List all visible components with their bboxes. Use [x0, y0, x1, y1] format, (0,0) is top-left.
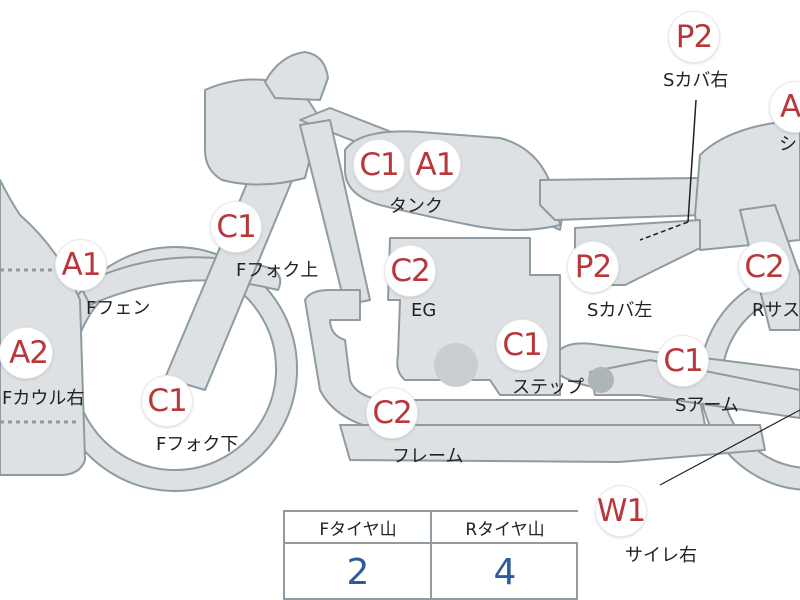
part-marker-c1-fork-lower[interactable]: C1 [142, 376, 192, 426]
part-marker-a-seat[interactable]: A [770, 82, 800, 132]
frame-bottom [339, 424, 766, 463]
part-label-a-seat: シ [779, 134, 797, 155]
part-label-p2-left-cover: Sカバ左 [587, 300, 653, 321]
frame-down [299, 119, 371, 306]
part-marker-c2-engine[interactable]: C2 [385, 246, 435, 296]
part-label-a1-tank: タンク [389, 196, 443, 217]
headlight-cowl [204, 78, 321, 186]
part-marker-a1-front-fender[interactable]: A1 [56, 240, 106, 290]
rear-tire-header: Rタイヤ山 [432, 512, 578, 544]
part-label-c2-engine: EG [411, 300, 437, 321]
part-marker-p2-right-cover[interactable]: P2 [669, 12, 719, 62]
engine-cover-circle [434, 343, 478, 387]
part-label-a2-front-cowl: Fカウル右 [2, 388, 85, 409]
part-label-c1-fork-lower: Fフォク下 [156, 434, 239, 455]
leader-line-cover [687, 99, 697, 223]
meter [264, 51, 329, 101]
front-tire-header: Fタイヤ山 [285, 512, 431, 544]
part-label-a1-front-fender: Fフェン [86, 298, 151, 319]
tire-tread-table: Fタイヤ山 Rタイヤ山 2 4 [283, 510, 578, 600]
part-marker-c2-frame[interactable]: C2 [367, 388, 417, 438]
part-label-c2-rear-sus: Rサス [752, 300, 800, 321]
part-label-c2-frame: フレーム [392, 446, 464, 467]
front-tire-value[interactable]: 2 [346, 551, 370, 593]
part-label-p2-right-cover: Sカバ右 [663, 70, 729, 91]
part-marker-c2-rear-sus[interactable]: C2 [739, 242, 789, 292]
frame-lower [304, 289, 706, 431]
leader-line-cover-dash [639, 221, 689, 241]
part-label-c1-swingarm: Sアーム [675, 395, 739, 416]
part-marker-c1-step[interactable]: C1 [497, 320, 547, 370]
part-marker-c1-tank[interactable]: C1 [354, 140, 404, 190]
leader-line-muffler [659, 409, 800, 486]
part-marker-a2-front-cowl[interactable]: A2 [0, 328, 52, 378]
part-marker-a1-tank[interactable]: A1 [410, 140, 460, 190]
part-marker-c1-fork-upper[interactable]: C1 [211, 202, 261, 252]
front-cowl-panel [0, 179, 86, 476]
part-marker-w1-muffler[interactable]: W1 [596, 486, 646, 536]
part-label-w1-muffler: サイレ右 [625, 545, 697, 566]
part-marker-c1-swingarm[interactable]: C1 [658, 336, 708, 386]
rear-tire-value[interactable]: 4 [493, 551, 517, 593]
part-label-c1-step: ステップ [512, 377, 584, 398]
part-label-c1-fork-upper: Fフォク上 [236, 260, 319, 281]
muffler [589, 359, 800, 419]
table-divider [430, 512, 432, 598]
footpeg [588, 367, 614, 393]
part-marker-p2-left-cover[interactable]: P2 [568, 242, 618, 292]
seat [539, 177, 721, 221]
